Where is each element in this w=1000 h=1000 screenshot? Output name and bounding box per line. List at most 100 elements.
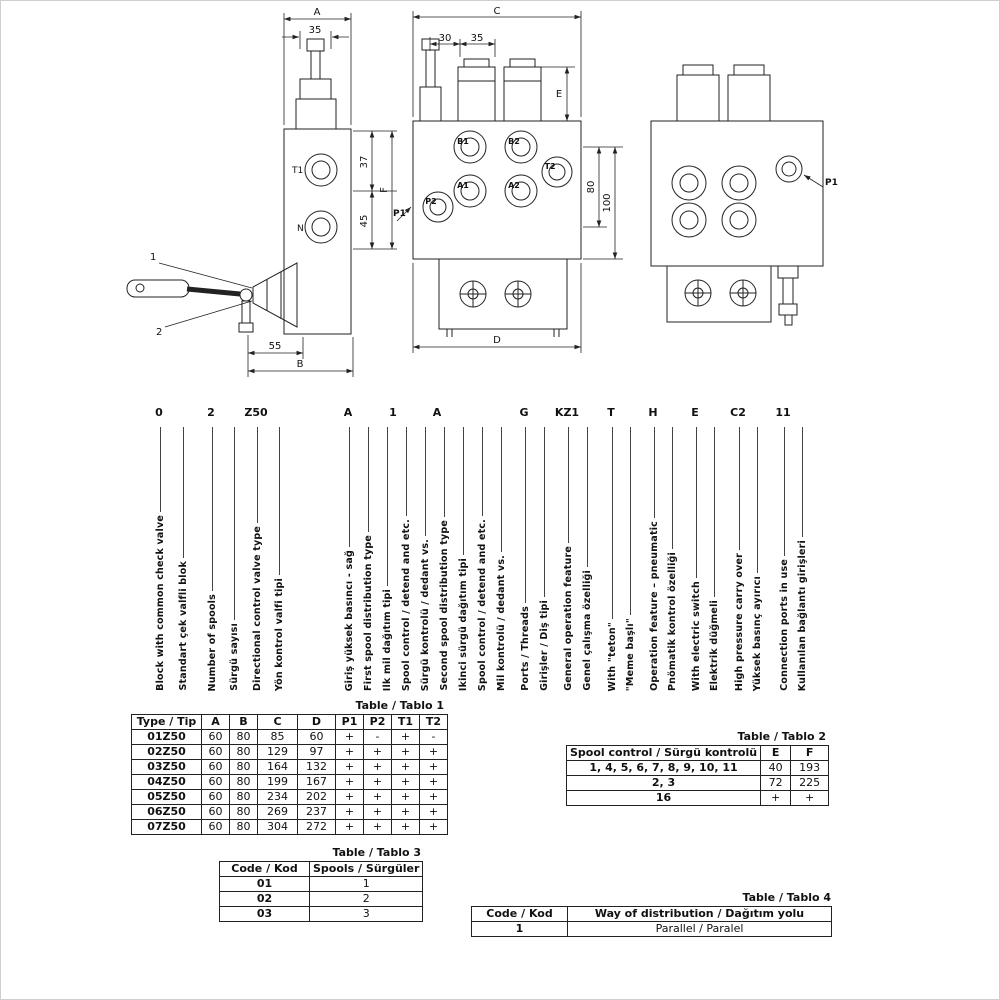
leader-line (481, 427, 483, 516)
column-header: T1 (391, 714, 420, 730)
part-code-segment: 0 (155, 406, 163, 419)
dim-label-100: 100 (602, 193, 613, 212)
dim-label-f: F (379, 187, 390, 193)
table-cell: 80 (229, 774, 258, 790)
column-header: E (760, 745, 792, 761)
part-code-label: Spool control / detend and etc. (474, 427, 490, 691)
part-code-segment: E (691, 406, 699, 419)
table-row: 2, 3 72 225 (565, 775, 830, 791)
table-header-row: Code / Kod Spools / Sürgüler (219, 861, 424, 877)
table-cell: 193 (790, 760, 830, 776)
dim-label-d: D (493, 335, 501, 346)
dim-label-55: 55 (269, 341, 282, 352)
table-cell: + (335, 804, 364, 820)
column-header: Spools / Sürgüler (308, 861, 424, 877)
table-cell: 1 (308, 876, 424, 892)
table-row: 1, 4, 5, 6, 7, 8, 9, 10, 11 40 193 (565, 760, 830, 776)
leader-line (211, 427, 213, 591)
table-header-row: Spool control / Sürgü kontrolü E F (565, 745, 830, 761)
part-code-label: Sürgü sayısı (226, 427, 242, 691)
leader-line (756, 427, 758, 573)
leader-line (695, 427, 697, 578)
leader-line (611, 427, 613, 619)
part-code-label: İlk mil dağıtım tipi (379, 427, 395, 691)
leader-line (424, 427, 426, 536)
table-title-1: Table / Tablo 1 (355, 699, 444, 712)
part-code-label-text: Block with common check valve (154, 515, 166, 691)
table-cell: 80 (229, 759, 258, 775)
part-code-label-text: First spool distribution type (362, 535, 374, 691)
table-cell: + (419, 819, 448, 835)
table-cell: 06Z50 (131, 804, 202, 820)
part-code-label-text: Ports / Threads (519, 606, 531, 691)
part-code-label: Girişler / Diş tipi (536, 427, 552, 691)
table-cell: 03Z50 (131, 759, 202, 775)
part-code-label-text: Yüksek basınç ayırıcı (751, 575, 763, 691)
part-code-segment: 2 (207, 406, 215, 419)
spools-code-table: Code / Kod Spools / Sürgüler 01 1 02 2 0… (219, 861, 424, 922)
table-cell: 01Z50 (131, 729, 202, 745)
table-cell: 60 (201, 789, 230, 805)
column-header: C (257, 714, 298, 730)
part-code-label: Yüksek basınç ayırıcı (749, 427, 765, 691)
valve-body-outline (650, 64, 824, 326)
table-cell: + (335, 819, 364, 835)
table-cell: 129 (257, 744, 298, 760)
dim-label-35: 35 (309, 25, 322, 36)
part-code-label: General operation feature (560, 427, 576, 691)
column-header: P2 (363, 714, 392, 730)
part-code-segment: T (607, 406, 615, 419)
table-row: 1 Parallel / Paralel (471, 921, 832, 937)
leader-line (586, 427, 588, 568)
table-cell: 60 (201, 759, 230, 775)
table-row: 05Z50 60 80 234 202 + + + + (131, 789, 448, 805)
front-view-drawing: C 30 35 E 80 100 D P1 B1 B2 T2 A1 A2 P2 (393, 6, 623, 353)
part-code-label-text: Spool control / detend and etc. (476, 518, 488, 691)
leader-line (713, 427, 715, 597)
table-cell: 3 (308, 906, 424, 922)
table-cell: 02Z50 (131, 744, 202, 760)
table-cell: 304 (257, 819, 298, 835)
dim-label-45: 45 (359, 215, 370, 228)
leader-line (462, 427, 464, 555)
part-code-segment: 1 (389, 406, 397, 419)
part-code-label: Mil kontrolü / dedant vs. (493, 427, 509, 691)
part-code-segment: KZ1 (554, 406, 580, 419)
table-cell: 202 (297, 789, 336, 805)
table-cell: + (335, 729, 364, 745)
part-code-label-text: Genel çalışma özelliği (581, 570, 593, 691)
part-code-label: Operation feature – pneumatic (646, 427, 662, 691)
table-cell: + (391, 789, 420, 805)
spool-control-table: Spool control / Sürgü kontrolü E F 1, 4,… (565, 745, 830, 806)
dimension-lines (396, 11, 623, 353)
table-row: 06Z50 60 80 269 237 + + + + (131, 804, 448, 820)
port-label-p1: P1 (825, 178, 838, 188)
table-cell: + (760, 790, 792, 806)
column-header: D (297, 714, 336, 730)
dimension-lines (247, 13, 397, 377)
part-code-label: Ports / Threads (517, 427, 533, 691)
table-cell: 80 (229, 819, 258, 835)
valve-body-outline (412, 38, 582, 337)
column-header: Type / Tip (131, 714, 202, 730)
table-header-row: Code / Kod Way of distribution / Dağıtım… (471, 906, 832, 922)
table-title-2: Table / Tablo 2 (737, 730, 826, 743)
part-code-segment: G (519, 406, 529, 419)
table-row: 04Z50 60 80 199 167 + + + + (131, 774, 448, 790)
callout-lines (158, 262, 253, 328)
part-code-label: Spool control / detend and etc. (398, 427, 414, 691)
table-row: 02Z50 60 80 129 97 + + + + (131, 744, 448, 760)
valve-body-outline (283, 38, 352, 335)
table-title-3: Table / Tablo 3 (332, 846, 421, 859)
table-cell: 2 (308, 891, 424, 907)
table-row: 01 1 (219, 876, 424, 892)
table-cell: 199 (257, 774, 298, 790)
table-header-row: Type / Tip A B C D P1 P2 T1 T2 (131, 714, 448, 730)
table-cell: 80 (229, 789, 258, 805)
rear-view-drawing: P1 (650, 64, 838, 326)
table-cell: 1 (471, 921, 568, 937)
part-code-label: Giriş yüksek basıncı - sağ (341, 427, 357, 691)
table-cell: 01 (219, 876, 310, 892)
table-cell: + (335, 789, 364, 805)
column-header: F (790, 745, 830, 761)
